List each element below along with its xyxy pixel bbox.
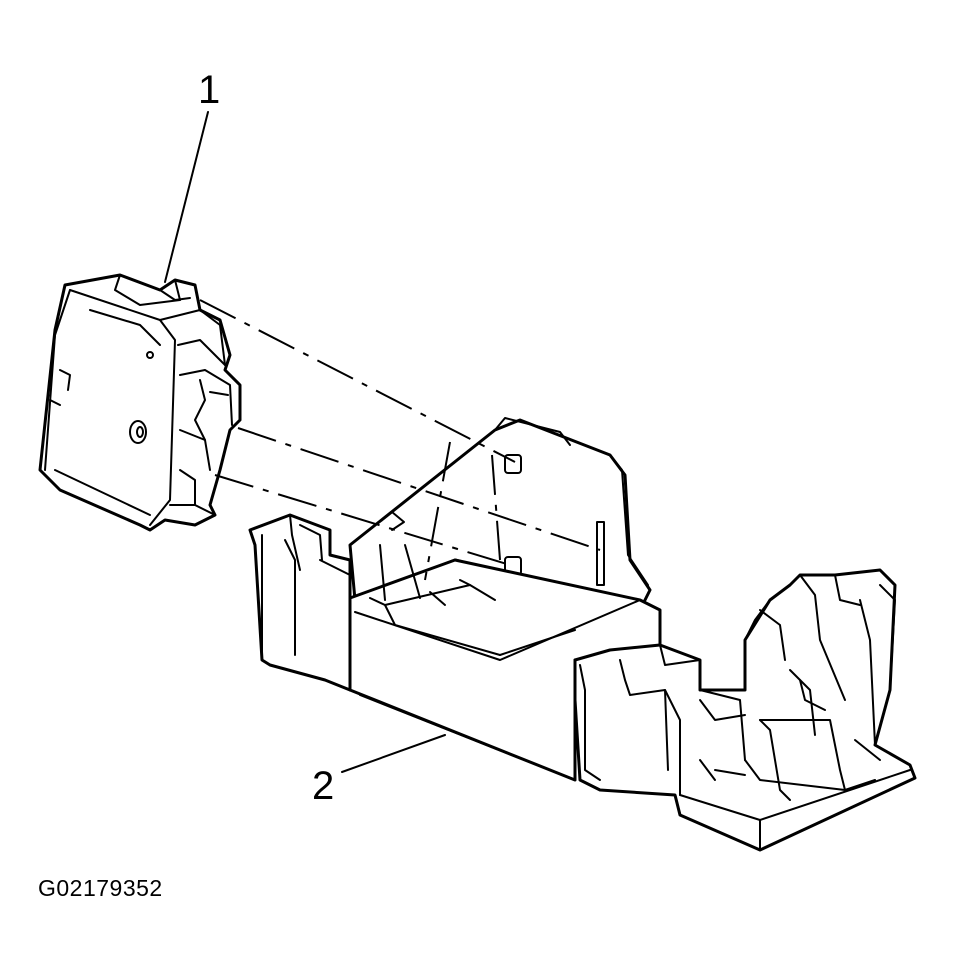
mounting-bracket <box>248 417 917 852</box>
callout-label-1: 1 <box>198 68 221 112</box>
leader-line-1 <box>164 111 209 283</box>
alignment-lines <box>199 299 601 581</box>
figure-code: G02179352 <box>38 875 163 901</box>
callout-label-2: 2 <box>312 764 335 808</box>
electronic-module <box>38 273 242 532</box>
leader-line-2 <box>341 734 446 773</box>
